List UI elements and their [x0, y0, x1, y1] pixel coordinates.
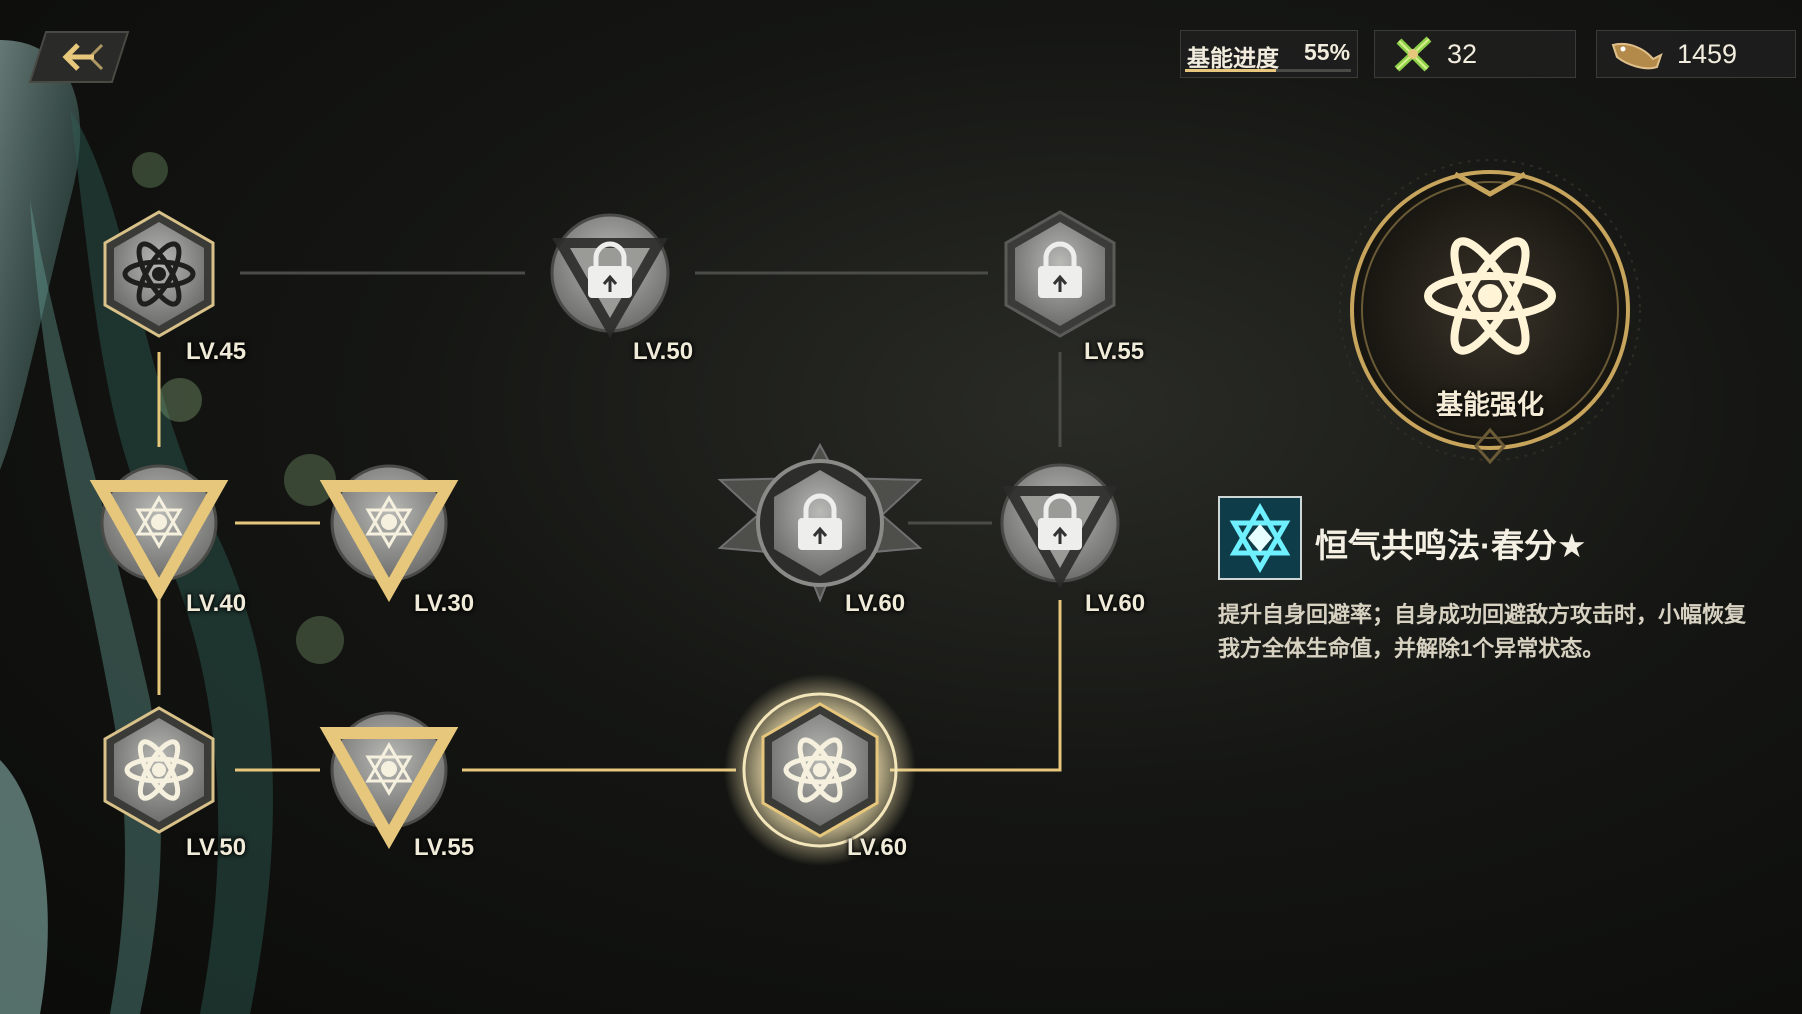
- green-cross-material-icon: [1394, 36, 1432, 72]
- cyan-star-skill-icon: [1218, 496, 1302, 580]
- lock-icon: [1038, 241, 1082, 298]
- rune-emblem-icon: [365, 742, 413, 796]
- progress-track: [1185, 69, 1351, 72]
- skill-description: 提升自身回避率；自身成功回避敌方攻击时，小幅恢复我方全体生命值，并解除1个异常状…: [1218, 602, 1747, 661]
- lock-icon: [1038, 493, 1082, 550]
- skill-node-n8[interactable]: [103, 706, 215, 834]
- currency-a-panel: 32: [1374, 30, 1576, 78]
- skill-node-n6[interactable]: [717, 442, 923, 603]
- skill-node-n7[interactable]: [1000, 463, 1120, 588]
- rune-emblem-icon: [135, 495, 183, 549]
- skill-node-n2[interactable]: [550, 213, 670, 338]
- atom-icon: [122, 241, 196, 307]
- gold-fish-material-icon: [1611, 43, 1663, 70]
- node-level-label: LV.50: [186, 834, 247, 861]
- rune-emblem-icon: [365, 495, 413, 549]
- lock-icon: [798, 493, 842, 550]
- currency-b-amount: 1459: [1677, 39, 1738, 69]
- back-button[interactable]: [28, 30, 130, 84]
- progress-label: 基能进度: [1187, 45, 1279, 71]
- node-level-label: LV.50: [633, 338, 694, 365]
- node-level-label: LV.60: [847, 834, 908, 861]
- currency-b-panel: 1459: [1596, 30, 1796, 78]
- skill-node-n4[interactable]: [89, 464, 229, 603]
- atom-icon: [124, 739, 194, 801]
- atom-icon: [783, 737, 857, 803]
- atom-icon: [1424, 237, 1556, 355]
- skill-node-n9[interactable]: [319, 711, 459, 850]
- progress-value: 55%: [1304, 39, 1351, 65]
- emblem-label: 基能强化: [1436, 390, 1544, 420]
- node-level-label: LV.40: [186, 590, 247, 617]
- skill-node-n3[interactable]: [1004, 210, 1116, 338]
- attribute-emblem: [1339, 159, 1641, 465]
- skill-tree: [89, 210, 1120, 866]
- progress-fill: [1185, 69, 1277, 72]
- skill-title: 恒气共鸣法·春分★: [1315, 527, 1587, 564]
- progress-panel: 基能进度 55%: [1180, 30, 1358, 78]
- back-arrow-icon: [28, 31, 130, 83]
- skill-node-n1[interactable]: [103, 210, 215, 338]
- lock-icon: [588, 241, 632, 298]
- connector-n10-n7: [890, 600, 1062, 772]
- node-level-label: LV.30: [414, 590, 475, 617]
- skill-node-n10[interactable]: [724, 674, 916, 866]
- node-level-label: LV.60: [845, 590, 906, 617]
- node-level-label: LV.45: [186, 338, 247, 365]
- node-level-label: LV.55: [1084, 338, 1145, 365]
- currency-a-amount: 32: [1447, 39, 1478, 69]
- node-level-label: LV.60: [1085, 590, 1146, 617]
- node-level-label: LV.55: [414, 834, 475, 861]
- skill-node-n5[interactable]: [319, 464, 459, 603]
